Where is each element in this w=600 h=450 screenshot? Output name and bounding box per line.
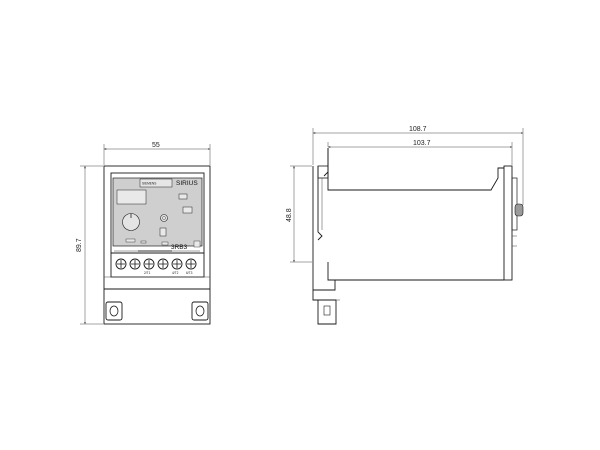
side-rear-knob <box>514 203 524 217</box>
front-label-strip <box>139 178 173 188</box>
side-clip-top <box>317 165 329 179</box>
front-label-strip-text: SIEMENS <box>142 182 156 186</box>
front-small-tab-1 <box>125 238 136 243</box>
side-body-notch <box>323 171 329 177</box>
front-small-tab-4 <box>193 240 201 248</box>
front-outer-housing <box>103 165 211 325</box>
terminal-label-3: 6/T3 <box>186 271 193 275</box>
display-window <box>116 189 147 205</box>
front-view: SIEMENS SIRIUS 3RB3 <box>103 165 211 325</box>
dim-front-width-label: 55 <box>152 142 160 149</box>
dim-side-total-depth: 108.7 <box>312 126 524 205</box>
terminal-screw-5 <box>171 258 183 270</box>
reset-knob-center <box>162 216 166 220</box>
dim-side-height-label: 48.8 <box>286 208 293 222</box>
test-button <box>182 206 193 214</box>
terminal-screws <box>115 258 197 270</box>
terminal-screw-1 <box>115 258 127 270</box>
terminal-screw-3 <box>143 258 155 270</box>
front-strip-text <box>138 250 172 252</box>
front-small-tab-3 <box>161 241 169 246</box>
side-foot <box>317 299 337 325</box>
front-small-tab-2 <box>140 240 147 244</box>
mounting-tab-right <box>191 301 209 321</box>
brand-label: SIRIUS <box>176 180 198 187</box>
dim-side-body-depth-label: 103.7 <box>413 140 431 147</box>
side-view <box>312 148 524 325</box>
mounting-tab-left <box>105 301 123 321</box>
terminal-screw-4 <box>157 258 169 270</box>
mounting-hole-left <box>109 305 119 317</box>
side-body-bottom <box>327 262 504 281</box>
dim-side-total-depth-label: 108.7 <box>409 126 427 133</box>
mode-switch <box>159 227 167 237</box>
terminal-label-1: 2/T1 <box>144 271 151 275</box>
terminal-screw-6 <box>185 258 197 270</box>
side-rear-lip <box>511 177 518 231</box>
terminal-screw-2 <box>129 258 141 270</box>
model-code: 3RB3 <box>171 244 188 251</box>
side-clip-outline <box>317 166 323 241</box>
dim-front-height-label: 89.7 <box>76 238 83 252</box>
side-rear-panel <box>503 165 513 281</box>
dim-front-width: 55 <box>103 142 211 165</box>
dim-side-body-depth: 103.7 <box>327 140 513 165</box>
terminal-label-2: 4/T2 <box>172 271 179 275</box>
side-front-edge <box>312 166 318 301</box>
led-indicator <box>178 193 188 200</box>
side-base-step <box>313 280 336 291</box>
reset-knob <box>160 214 168 222</box>
dim-front-height: 89.7 <box>76 165 103 325</box>
side-body-top <box>327 148 504 191</box>
side-foot-slot <box>323 305 331 316</box>
mounting-hole-right <box>195 305 205 317</box>
dim-side-height: 48.8 <box>286 165 312 263</box>
